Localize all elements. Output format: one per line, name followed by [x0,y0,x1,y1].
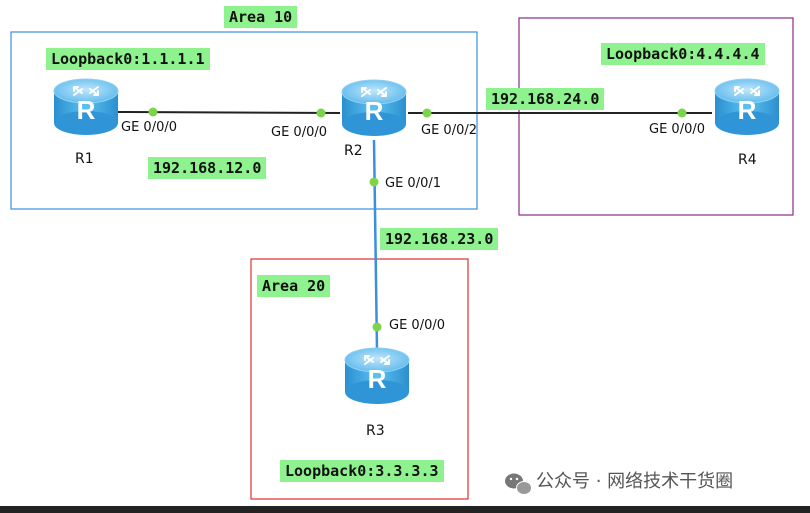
router-r4-name: R4 [738,152,757,168]
port-dot-r2-ge002 [422,108,432,118]
port-dot-r3-ge000 [372,322,382,332]
network-24-label: 192.168.24.0 [486,88,605,110]
wechat-icon [505,473,532,495]
bottom-border [0,506,810,513]
link-r2-r3 [372,139,379,351]
r2-ge002-label: GE 0/0/2 [421,123,477,138]
port-dot-r2-ge001 [369,177,379,187]
r2-ge000-label: GE 0/0/0 [271,125,327,140]
watermark-text: 公众号 · 网络技术干货圈 [536,471,734,492]
r2-ge001-label: GE 0/0/1 [385,176,441,191]
router-r2-name: R2 [344,143,363,159]
r1-ge000-label: GE 0/0/0 [121,120,177,135]
area-r4-box [518,17,794,216]
router-r3-icon[interactable] [344,347,410,405]
router-r3-name: R3 [366,423,385,439]
r3-ge000-label: GE 0/0/0 [389,318,445,333]
network-12-label: 192.168.12.0 [148,157,267,179]
port-dot-r4-ge000 [677,108,687,118]
router-r2-icon[interactable] [341,79,407,137]
r1-loopback-label: Loopback0:1.1.1.1 [46,48,210,70]
area10-label: Area 10 [224,6,298,28]
port-dot-r1-ge000 [148,107,158,117]
router-r1-icon[interactable] [53,78,119,136]
area20-box [250,258,469,500]
r4-loopback-label: Loopback0:4.4.4.4 [601,43,765,65]
r3-loopback-label: Loopback0:3.3.3.3 [280,460,444,482]
network-23-label: 192.168.23.0 [380,228,499,250]
router-r1-name: R1 [75,151,94,167]
router-r4-icon[interactable] [714,78,780,136]
area20-label: Area 20 [257,275,331,297]
r4-ge000-label: GE 0/0/0 [649,122,705,137]
area10-box [10,31,478,210]
port-dot-r2-ge000 [316,108,326,118]
